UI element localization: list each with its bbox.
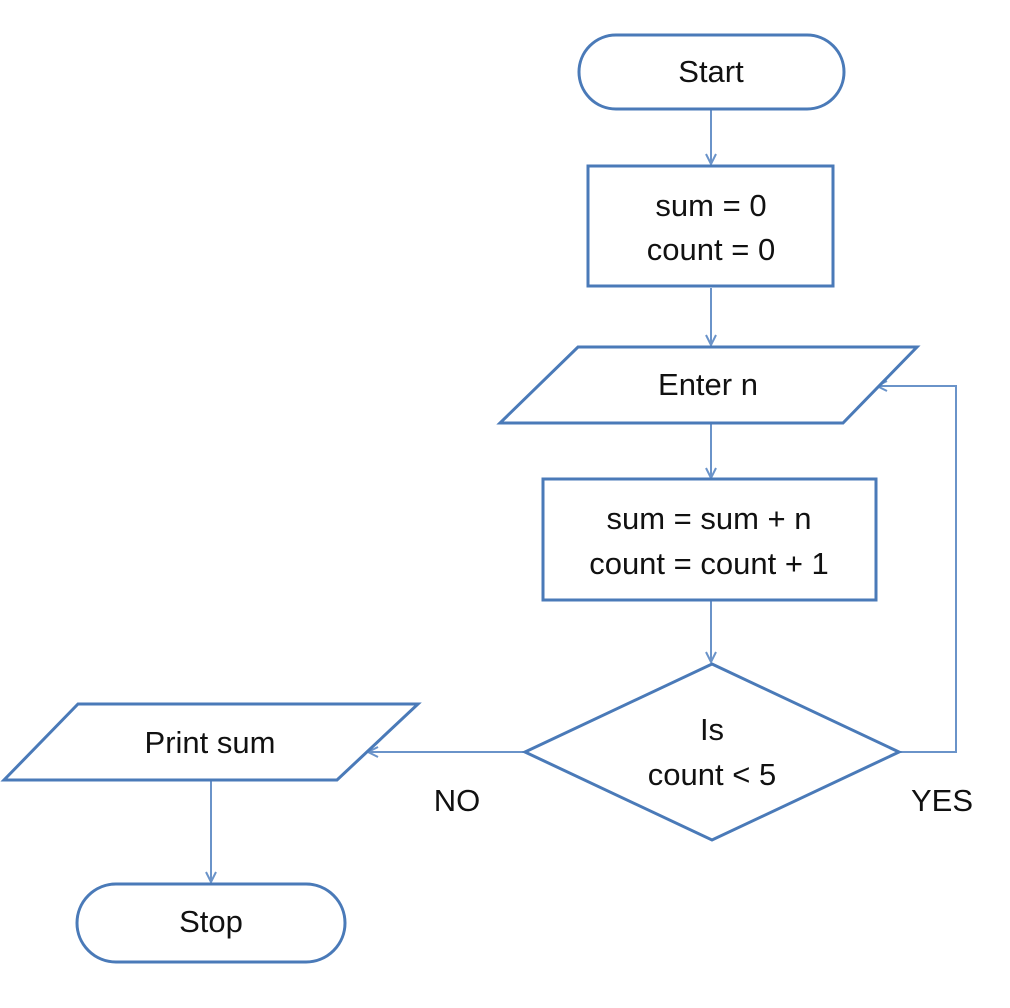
enter-label: Enter n — [658, 367, 758, 402]
init-process-shape — [586, 164, 835, 288]
decision-node: Is count < 5 — [521, 662, 903, 842]
update-line-1: sum = sum + n — [606, 501, 811, 536]
enter-io-shape — [496, 345, 921, 425]
update-process-shape — [541, 477, 878, 602]
no-branch-label: NO — [434, 783, 481, 818]
decision-line-1: Is — [700, 712, 724, 747]
start-terminator-shape — [577, 33, 846, 111]
init-node: sum = 0 count = 0 — [586, 164, 835, 288]
update-line-2: count = count + 1 — [589, 546, 829, 581]
print-node: Print sum — [0, 702, 422, 782]
print-label: Print sum — [145, 725, 276, 760]
init-line-2: count = 0 — [647, 232, 775, 267]
start-label: Start — [678, 54, 744, 89]
decision-line-2: count < 5 — [648, 757, 776, 792]
stop-terminator-shape — [75, 882, 347, 964]
enter-node: Enter n — [496, 345, 921, 425]
edge-decision-yes-to-enter — [877, 386, 957, 753]
yes-branch-label: YES — [911, 783, 973, 818]
start-node: Start — [577, 33, 846, 111]
stop-label: Stop — [179, 904, 243, 939]
init-line-1: sum = 0 — [655, 188, 766, 223]
update-node: sum = sum + n count = count + 1 — [541, 477, 878, 602]
decision-diamond-shape — [521, 662, 903, 842]
print-io-shape — [0, 702, 422, 782]
stop-node: Stop — [75, 882, 347, 964]
